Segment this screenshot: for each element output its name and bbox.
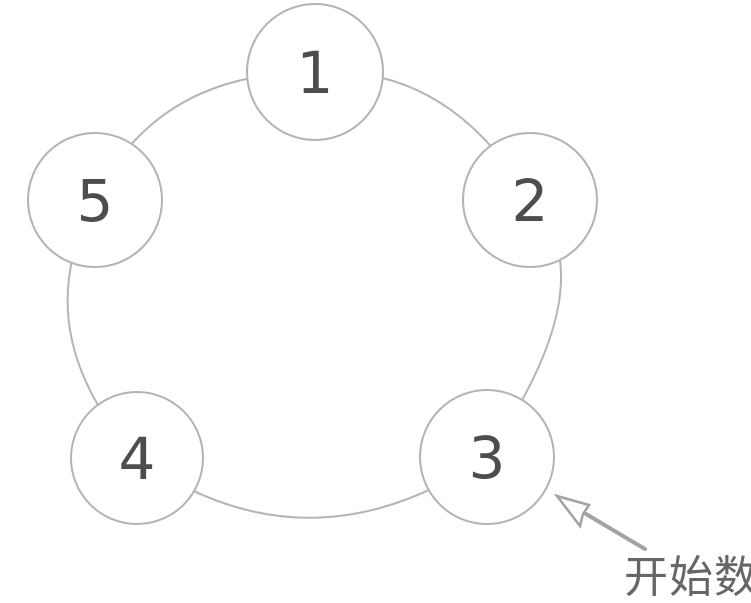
start-annotation-label: 开始数: [624, 552, 751, 603]
node-label-4: 4: [119, 425, 156, 493]
node-circle-5: [27, 132, 163, 268]
node-circle-4: [70, 391, 204, 525]
start-arrow-head-icon: [553, 493, 591, 529]
node-circle-3: [419, 389, 555, 525]
ring-nodes: 1 2 3 4 5: [27, 3, 598, 525]
node-5: 5: [27, 132, 163, 268]
start-annotation: 开始数: [553, 493, 751, 603]
node-label-2: 2: [512, 167, 549, 235]
node-circle-2: [462, 132, 598, 268]
node-circle-1: [246, 3, 384, 141]
node-4: 4: [70, 391, 204, 525]
node-label-1: 1: [297, 39, 334, 107]
node-3: 3: [419, 389, 555, 525]
node-1: 1: [246, 3, 384, 141]
node-label-3: 3: [469, 424, 506, 492]
node-2: 2: [462, 132, 598, 268]
node-label-5: 5: [77, 167, 114, 235]
start-arrow-shaft: [584, 512, 647, 551]
